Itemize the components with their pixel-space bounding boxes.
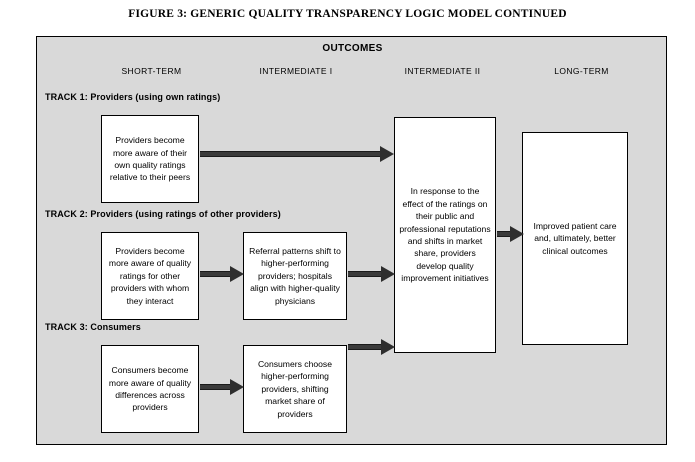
outcomes-heading: OUTCOMES <box>322 43 383 54</box>
node-track3-short-term: Consumers become more aware of quality d… <box>101 345 199 433</box>
figure-title: FIGURE 3: GENERIC QUALITY TRANSPARENCY L… <box>128 8 567 20</box>
arrow-head-icon <box>230 379 244 395</box>
arrow-shaft <box>200 151 380 157</box>
arrow-shaft <box>200 271 230 277</box>
column-header-intermediate-1: INTERMEDIATE I <box>259 66 333 76</box>
column-header-long-term: LONG-TERM <box>554 66 609 76</box>
arrow-head-icon <box>381 266 395 282</box>
node-long-term: Improved patient care and, ultimately, b… <box>522 132 628 345</box>
arrow-shaft <box>348 344 381 350</box>
arrow-head-icon <box>381 339 395 355</box>
node-track3-intermediate-1: Consumers choose higher-performing provi… <box>243 345 347 433</box>
column-header-short-term: SHORT-TERM <box>121 66 182 76</box>
arrow-head-icon <box>380 146 394 162</box>
arrow-shaft <box>200 384 230 390</box>
arrow-head-icon <box>230 266 244 282</box>
track-label-3: TRACK 3: Consumers <box>45 322 141 332</box>
node-track1-short-term: Providers become more aware of their own… <box>101 115 199 203</box>
diagram-frame: OUTCOMES SHORT-TERM INTERMEDIATE I INTER… <box>36 36 667 445</box>
node-track2-intermediate-1: Referral patterns shift to higher-perfor… <box>243 232 347 320</box>
node-intermediate-2: In response to the effect of the ratings… <box>394 117 496 353</box>
column-header-intermediate-2: INTERMEDIATE II <box>404 66 481 76</box>
track-label-1: TRACK 1: Providers (using own ratings) <box>45 92 221 102</box>
track-label-2: TRACK 2: Providers (using ratings of oth… <box>45 209 281 219</box>
node-track2-short-term: Providers become more aware of quality r… <box>101 232 199 320</box>
arrow-head-icon <box>510 226 524 242</box>
arrow-shaft <box>348 271 381 277</box>
arrow-shaft <box>497 231 510 237</box>
